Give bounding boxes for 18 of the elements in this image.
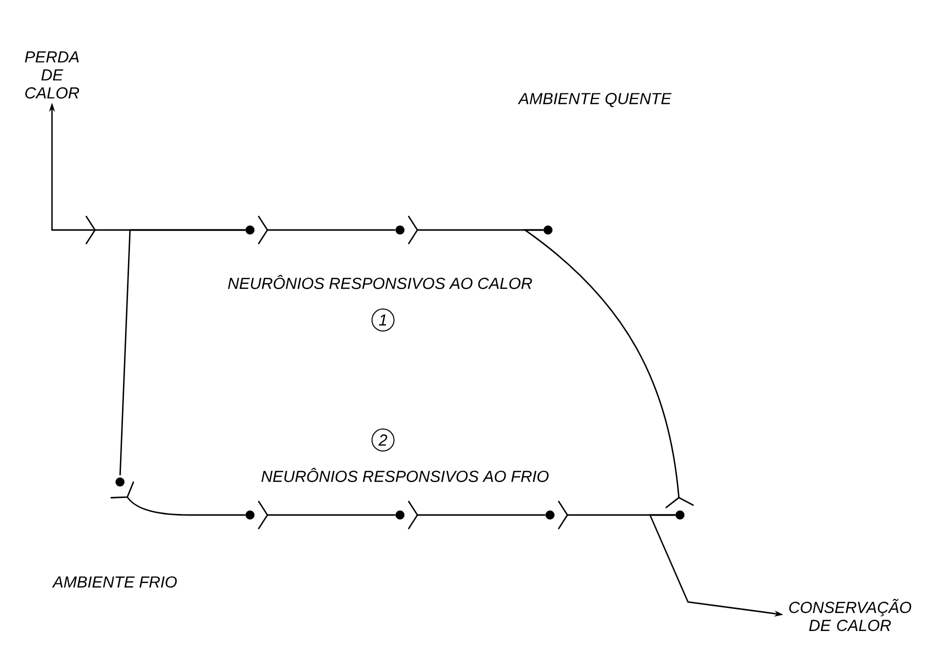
label-text: AMBIENTE QUENTE: [518, 92, 672, 108]
label-text: NEURÔNIOS RESPONSIVOS AO CALOR: [228, 274, 532, 290]
circled-number: 1: [372, 308, 394, 332]
neuron-body: [246, 510, 254, 520]
caption-text: PERDA DE CALOR: [24, 51, 80, 99]
neuron-body: [676, 510, 684, 520]
neuron-body: [116, 478, 124, 486]
label-text: NEURÔNIOS RESPONSIVOS AO FRIO: [261, 468, 549, 482]
neuron-body: [396, 226, 404, 234]
neuron-body: [246, 226, 254, 234]
neuron-body: [546, 510, 554, 520]
caption-text: CONSERVAÇÃO DE CALOR: [789, 598, 912, 632]
axon-line: [119, 229, 246, 476]
axon-line: [524, 229, 694, 508]
neuron-body: [544, 226, 552, 234]
label-text: AMBIENTE FRIO: [52, 576, 177, 588]
neuron-body: [396, 510, 404, 520]
circled-number: 2: [372, 428, 394, 452]
